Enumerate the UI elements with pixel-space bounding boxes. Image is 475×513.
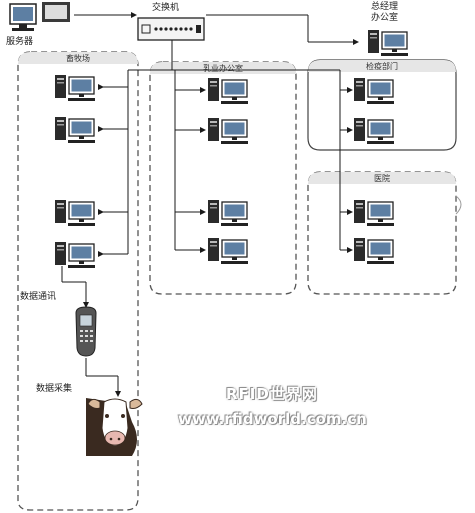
label-farm: 畜牧场 [66, 54, 90, 63]
watermark-url: www.rfidworld.com.cn [178, 410, 367, 428]
zone-farm [17, 51, 139, 511]
workstation-icon [55, 242, 95, 268]
label-quarantine: 检疫部门 [366, 62, 398, 71]
workstation-icon [208, 78, 248, 104]
rfid-reader-icon [75, 306, 97, 357]
workstations [55, 30, 408, 268]
watermark-title: RFID世界网 [226, 385, 318, 403]
workstation-icon [208, 118, 248, 144]
switch-icon [137, 17, 205, 41]
server-icon [9, 2, 70, 31]
workstation-icon [354, 118, 394, 144]
label-data-collect: 数据采集 [36, 384, 73, 394]
workstation-icon [55, 75, 95, 101]
label-gm-office-line2: 办公室 [371, 13, 399, 23]
label-dairy-office: 乳业办公室 [203, 64, 243, 73]
zone-dairy-office [149, 61, 297, 295]
workstation-icon [368, 30, 408, 56]
label-switch: 交换机 [152, 3, 180, 13]
workstation-icon [354, 78, 394, 104]
workstation-icon [354, 238, 394, 264]
workstation-icon [55, 200, 95, 226]
workstation-icon [354, 200, 394, 226]
connection-lines [61, 12, 359, 397]
label-hospital: 医院 [374, 174, 390, 183]
zone-hospital [307, 171, 462, 295]
workstation-icon [208, 238, 248, 264]
workstation-icon [55, 117, 95, 143]
zone-quarantine [307, 59, 457, 151]
label-data-comm: 数据通讯 [20, 292, 57, 302]
workstation-icon [208, 200, 248, 226]
label-gm-office-line1: 总经理 [371, 2, 399, 12]
cow-icon [86, 398, 143, 456]
label-server: 服务器 [6, 37, 34, 47]
